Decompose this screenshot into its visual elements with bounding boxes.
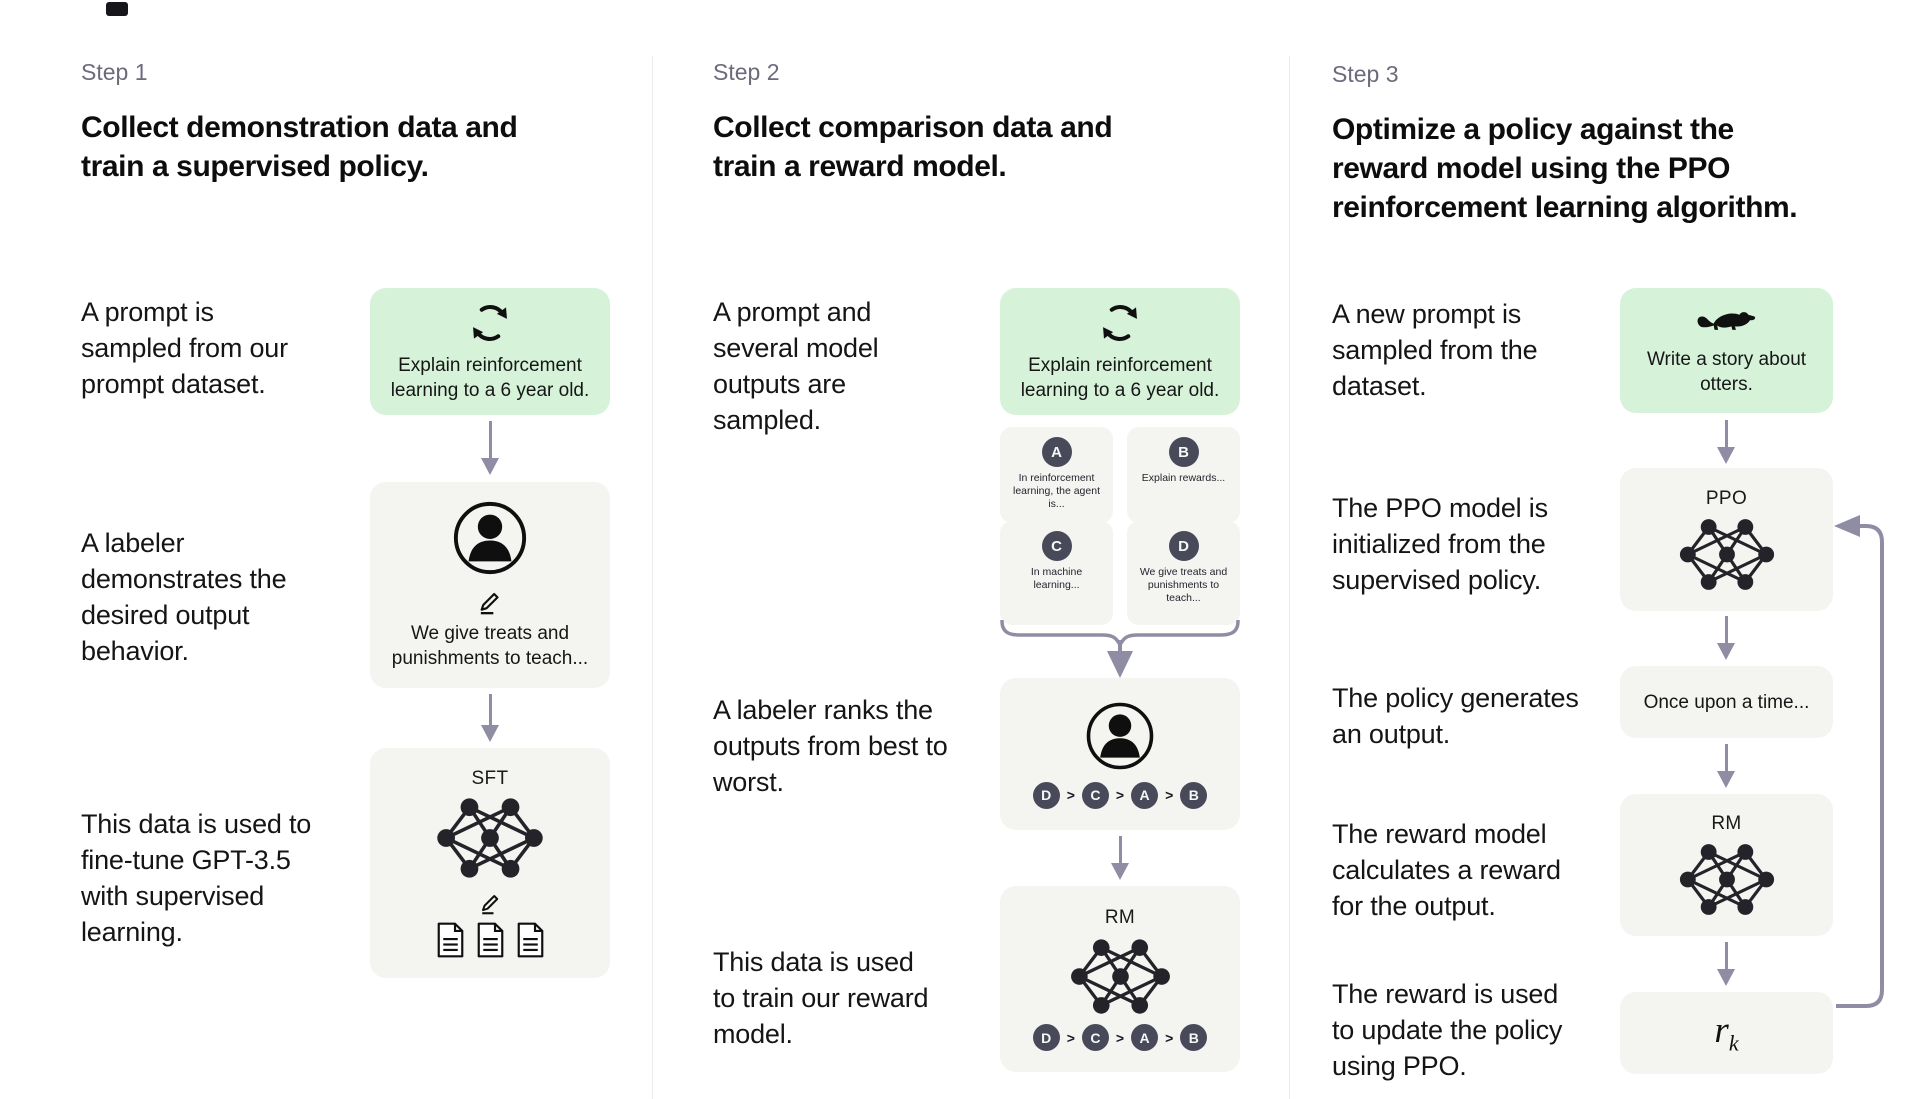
rank-badge: D [1032,1024,1060,1051]
step-1-caption-finetune: This data is used to fine-tune GPT-3.5 w… [81,809,312,947]
rank-separator: > [1115,1029,1125,1046]
model-label-rm: RM [1711,813,1742,834]
answer-card-a: A In reinforcement learning, the agent i… [1000,427,1113,523]
rank-badge: B [1180,781,1208,809]
step-2-label: Step 2 [713,59,780,85]
answer-text: In reinforcement learning, the agent is.… [1013,472,1100,510]
flow-arrow-down [481,421,499,475]
step-1-caption-prompt: A prompt is sampled from our prompt data… [81,297,288,399]
flow-arrow-down [481,694,499,742]
prompt-box: Explain reinforcement learning to a 6 ye… [370,288,610,415]
step-2-caption-train: This data is used to train our reward mo… [713,947,929,1049]
labeler-rank-box: D > C > A > B [1000,678,1240,830]
flow-arrow-down [1717,942,1735,986]
otter-icon [1697,312,1755,330]
step-3-caption-prompt: A new prompt is sampled from the dataset… [1332,299,1538,401]
model-label-sft: SFT [471,767,509,789]
answer-card-c: C In machine learning... [1000,521,1113,625]
rank-separator: > [1066,787,1075,803]
ppo-model-box: PPO [1620,468,1833,611]
neural-network-icon [1679,518,1774,590]
step-1-title: Collect demonstration data and train a s… [81,111,518,183]
output-text: Once upon a time... [1643,691,1810,713]
rank-separator: > [1115,787,1125,803]
flow-arrow-down [1717,744,1735,788]
rm-model-box: RM D > C > A > B [1000,886,1240,1072]
pencil-icon [481,894,498,914]
pencil-icon [480,592,499,615]
person-icon [453,501,527,575]
answer-text: We give treats and punishments to teach.… [1139,566,1228,604]
answer-text: In machine learning... [1030,566,1083,591]
rank-badge: D [1032,781,1060,809]
rank-separator: > [1165,787,1174,803]
answer-card-b: B Explain rewards... [1127,427,1240,523]
step-2-title: Collect comparison data and train a rewa… [713,111,1113,183]
flow-arrow-down [1717,420,1735,464]
step-2-caption-rank: A labeler ranks the outputs from best to… [713,695,948,797]
step-2-caption-prompt: A prompt and several model outputs are s… [713,297,879,435]
labeler-demo-text: We give treats and punishments to teach.… [391,623,589,669]
person-icon [1086,702,1154,769]
rank-separator: > [1165,1029,1174,1046]
flow-arrow-down [1111,836,1129,880]
prompt-box: Explain reinforcement learning to a 6 ye… [1000,288,1240,415]
ranking-row: D > C > A > B [1032,781,1208,809]
feedback-loop-arrow [1834,515,1884,1008]
model-label-rm: RM [1104,907,1136,928]
answer-badge: D [1168,531,1199,561]
answer-text: Explain rewards... [1141,472,1226,484]
output-box: Once upon a time... [1620,666,1833,738]
step-3-caption-update: The reward is used to update the policy … [1332,979,1563,1081]
step-3-caption-reward: The reward model calculates a reward for… [1332,819,1561,921]
labeler-demo-box: We give treats and punishments to teach.… [370,482,610,688]
step-3-title: Optimize a policy against the reward mod… [1332,113,1798,224]
rank-badge: A [1131,781,1159,809]
column-divider [1289,56,1290,1099]
rm-model-box: RM [1620,794,1833,936]
document-icon [437,922,463,957]
neural-network-icon [437,797,543,878]
prompt-text: Explain reinforcement learning to a 6 ye… [1020,354,1220,401]
neural-network-icon [1070,939,1170,1014]
step-3-caption-output: The policy generates an output. [1332,683,1579,749]
documents-row [434,921,547,959]
rank-badge: B [1180,1024,1208,1051]
neural-network-icon [1679,844,1774,915]
rank-badge: A [1131,1024,1159,1051]
step-3-caption-ppo: The PPO model is initialized from the su… [1332,493,1548,595]
cropped-glyph-fragment [106,2,128,16]
answer-badge: C [1041,531,1072,561]
answer-badge: B [1168,437,1199,467]
step-3-label: Step 3 [1332,61,1399,87]
rank-separator: > [1066,1029,1075,1046]
brace-arrow-down [1106,640,1134,678]
ranking-row: D > C > A > B [1032,1024,1208,1051]
prompt-text: Explain reinforcement learning to a 6 ye… [390,354,590,401]
document-icon [477,922,503,957]
step-1-caption-labeler: A labeler demonstrates the desired outpu… [81,528,287,666]
rank-badge: C [1081,1024,1109,1051]
reward-value-box: rk [1620,992,1833,1074]
prompt-box: Write a story about otters. [1620,288,1833,413]
document-icon [517,922,543,957]
prompt-text: Write a story about otters. [1646,349,1807,395]
column-divider [652,56,653,1099]
cycle-icon [1103,304,1137,341]
cycle-icon [473,304,507,341]
answer-badge: A [1041,437,1072,467]
flow-arrow-down [1717,616,1735,660]
reward-symbol: rk [1714,1010,1739,1056]
model-label-ppo: PPO [1705,487,1748,509]
answer-card-d: D We give treats and punishments to teac… [1127,521,1240,625]
sft-model-box: SFT [370,748,610,978]
rank-badge: C [1081,781,1109,809]
step-1-label: Step 1 [81,59,148,85]
